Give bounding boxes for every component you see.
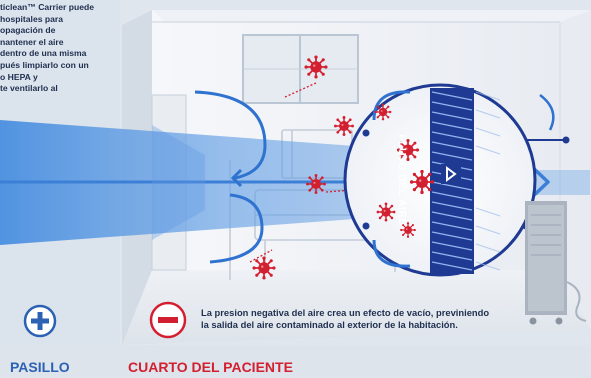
lower-curve-arrow bbox=[209, 193, 264, 264]
intro-text: ticlean™ Carrier puede hospitales para o… bbox=[0, 2, 95, 94]
patient-room-label: CUARTO DEL PACIENTE bbox=[128, 359, 293, 375]
virus-icon bbox=[303, 54, 329, 80]
filter-arrow-icon bbox=[446, 166, 457, 182]
plus-icon bbox=[23, 304, 57, 338]
virus-icon bbox=[305, 173, 327, 195]
hallway-label: PASILLO bbox=[10, 359, 70, 375]
virus-icon bbox=[333, 115, 355, 137]
hepa-filter bbox=[430, 88, 501, 274]
upper-curve-arrow bbox=[194, 90, 267, 180]
window bbox=[242, 34, 359, 104]
virus-icon bbox=[409, 169, 435, 195]
virus-icon bbox=[373, 102, 393, 122]
negative-pressure-caption: La presion negativa del aire crea un efe… bbox=[201, 307, 490, 331]
air-purifier-unit bbox=[525, 201, 587, 325]
minus-icon bbox=[149, 301, 187, 339]
filter-flow-label: FLUJO DEL AIRE bbox=[396, 134, 408, 226]
virus-icon bbox=[251, 255, 277, 281]
